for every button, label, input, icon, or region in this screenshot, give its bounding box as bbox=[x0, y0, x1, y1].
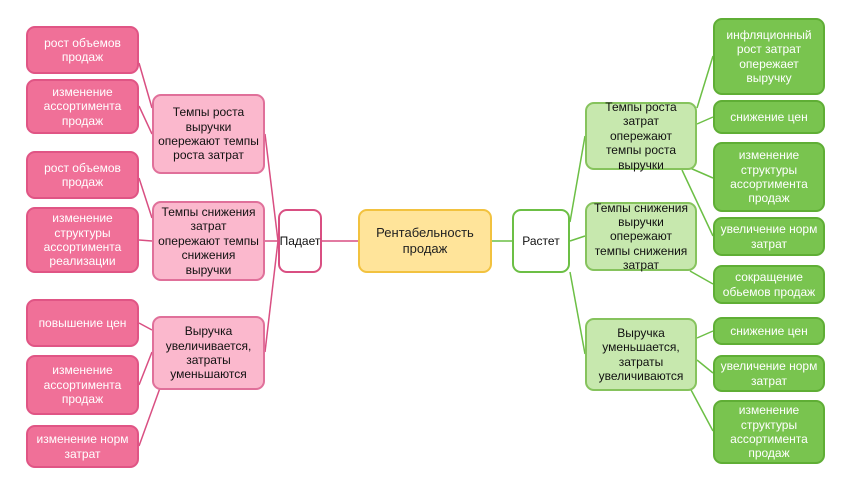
connector bbox=[696, 55, 714, 109]
center-node: Рентабельность продаж bbox=[358, 209, 492, 273]
connector bbox=[138, 322, 153, 331]
connector bbox=[569, 135, 586, 223]
rise-group-2-item: сокращение обьемов продаж bbox=[713, 265, 825, 304]
connector bbox=[138, 105, 153, 135]
rise-group-2: Темпы снижения выручки опережают темпы с… bbox=[585, 201, 697, 272]
rise-group-1-item: инфляционный рост затрат опережает выруч… bbox=[713, 18, 825, 95]
branch-rises: Растет bbox=[512, 209, 570, 273]
fall-group-2-item: рост объемов продаж bbox=[26, 151, 139, 199]
rise-group-3: Выручка уменьшается, затраты увеличивают… bbox=[585, 318, 697, 391]
branch-falls: Падает bbox=[278, 209, 322, 273]
connector bbox=[264, 240, 279, 353]
fall-group-1-item: изменение ассортимента продаж bbox=[26, 79, 139, 134]
connector bbox=[696, 359, 714, 374]
rise-group-1-item: снижение цен bbox=[713, 100, 825, 134]
rise-group-1-item: увеличение норм затрат bbox=[713, 217, 825, 256]
connector bbox=[569, 271, 586, 355]
connector bbox=[138, 177, 153, 219]
connector bbox=[138, 62, 153, 109]
fall-group-3-item: повышение цен bbox=[26, 299, 139, 347]
fall-group-3-item: изменение норм затрат bbox=[26, 425, 139, 468]
rise-group-3-item: увеличение норм затрат bbox=[713, 355, 825, 392]
connector bbox=[138, 239, 153, 242]
fall-group-1: Темпы роста выручки опережают темпы рост… bbox=[152, 94, 265, 174]
connector bbox=[689, 167, 714, 179]
connector bbox=[689, 387, 714, 432]
fall-group-2: Темпы снижения затрат опережают темпы сн… bbox=[152, 201, 265, 281]
connector bbox=[138, 351, 153, 386]
fall-group-2-item: изменение структуры ассортимента реализа… bbox=[26, 207, 139, 273]
connector bbox=[138, 387, 161, 447]
connector bbox=[264, 133, 279, 242]
rise-group-1: Темпы роста затрат опережают темпы роста… bbox=[585, 100, 697, 172]
fall-group-3: Выручка увеличивается, затраты уменьшают… bbox=[152, 316, 265, 390]
connector bbox=[696, 330, 714, 339]
fall-group-3-item: изменение ассортимента продаж bbox=[26, 355, 139, 415]
rise-group-3-item: снижение цен bbox=[713, 317, 825, 345]
fall-group-1-item: рост объемов продаж bbox=[26, 26, 139, 74]
connector bbox=[681, 169, 714, 237]
connector bbox=[569, 235, 586, 242]
rise-group-3-item: изменение структуры ассортимента продаж bbox=[713, 400, 825, 464]
rise-group-1-item: изменение структуры ассортимента продаж bbox=[713, 142, 825, 212]
connector bbox=[689, 270, 714, 285]
connector bbox=[696, 116, 714, 125]
